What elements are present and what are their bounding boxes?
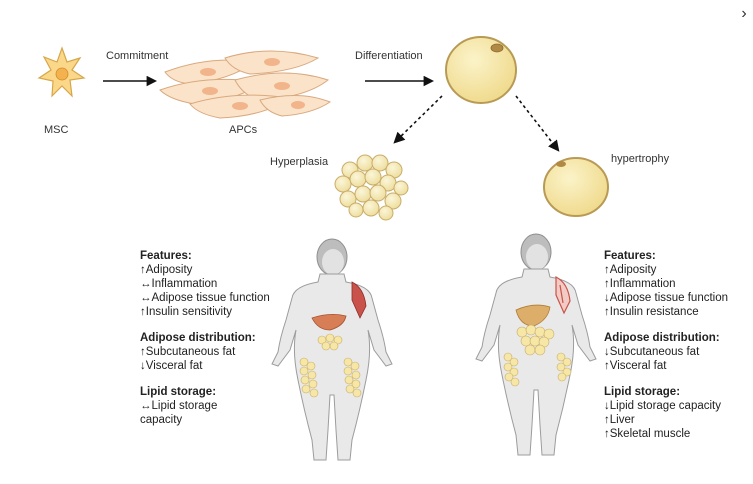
distribution-item: ↑Subcutaneous fat	[140, 346, 236, 358]
lipid-item: ↔Lipid storage	[140, 400, 218, 412]
next-chevron-icon[interactable]: ›	[741, 5, 747, 22]
hyperplasia-feature-panel: Features: ↑Adiposity ↔Inflammation ↔Adip…	[140, 249, 270, 427]
commitment-label: Commitment	[106, 50, 169, 62]
feature-item: ↑Inflammation	[604, 278, 676, 290]
hypertrophy-arrow	[515, 95, 560, 152]
body-figure-hyperplasia	[271, 238, 393, 461]
lipid-heading: Lipid storage:	[140, 386, 217, 398]
features-heading: Features:	[604, 250, 656, 262]
apcs-label: APCs	[229, 124, 258, 136]
distribution-item: ↓Visceral fat	[140, 360, 203, 372]
differentiation-label: Differentiation	[355, 50, 423, 62]
feature-item: ↑Insulin sensitivity	[140, 306, 233, 318]
hyperplasia-arrow	[393, 95, 443, 144]
hypertrophy-cell-icon	[543, 157, 609, 217]
lipid-heading: Lipid storage:	[604, 386, 681, 398]
hypertrophy-feature-panel: Features: ↑Adiposity ↑Inflammation ↓Adip…	[604, 249, 728, 441]
distribution-item: ↑Visceral fat	[604, 360, 667, 372]
lipid-item: ↓Lipid storage capacity	[604, 400, 721, 412]
hyperplasia-cells-icon	[334, 154, 409, 221]
distribution-heading: Adipose distribution:	[604, 332, 720, 344]
feature-item: ↑Adiposity	[604, 264, 657, 276]
distribution-item: ↓Subcutaneous fat	[604, 346, 700, 358]
hypertrophy-label: hypertrophy	[611, 153, 670, 165]
features-heading: Features:	[140, 250, 192, 262]
lipid-item: ↑Skeletal muscle	[604, 428, 691, 440]
feature-item: ↓Adipose tissue function	[604, 292, 729, 304]
lipid-item: capacity	[140, 414, 183, 426]
lipid-item: ↑Liver	[604, 414, 635, 426]
mature-adipocyte-icon	[445, 36, 517, 104]
hyperplasia-label: Hyperplasia	[270, 156, 329, 168]
msc-label: MSC	[44, 124, 69, 136]
body-figure-hypertrophy	[475, 233, 597, 456]
feature-item: ↑Adiposity	[140, 264, 193, 276]
feature-item: ↑Insulin resistance	[604, 306, 699, 318]
apc-cells-icon	[159, 50, 332, 119]
distribution-heading: Adipose distribution:	[140, 332, 256, 344]
feature-item: ↔Inflammation	[140, 278, 218, 290]
feature-item: ↔Adipose tissue function	[140, 292, 270, 304]
msc-cell-icon	[37, 46, 86, 98]
